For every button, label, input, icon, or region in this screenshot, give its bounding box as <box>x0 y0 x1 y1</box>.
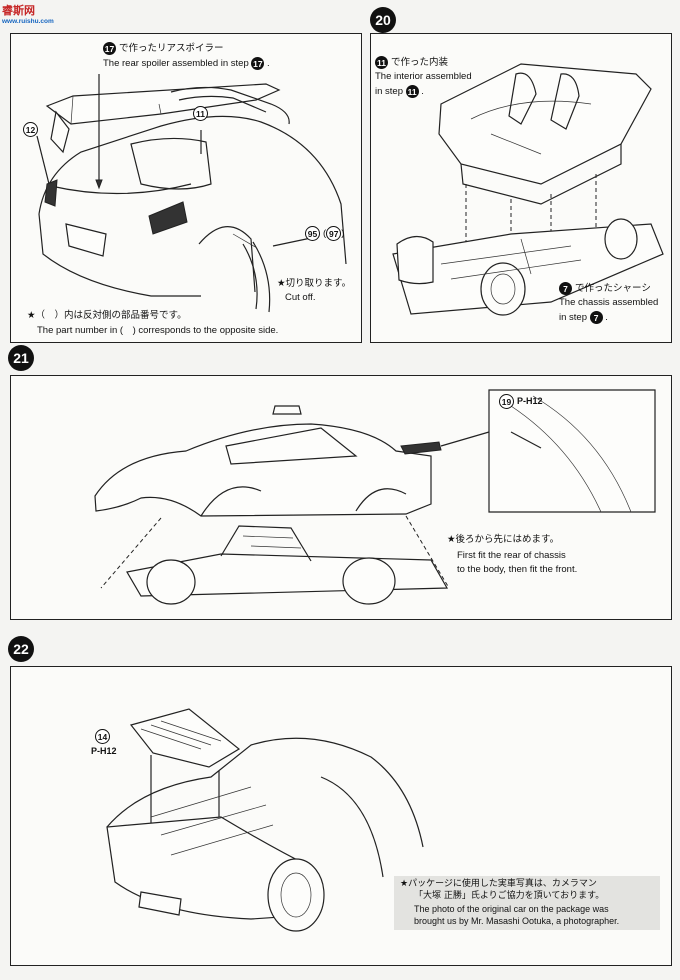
credit-en-2: brought us by Mr. Masashi Ootuka, a phot… <box>414 916 620 926</box>
chassis-label: 7 で作ったシャーシ <box>559 282 651 295</box>
body-chassis-drawing <box>94 389 656 605</box>
cut-off-label-en: Cut off. <box>285 292 316 303</box>
credit-jp-1: ★パッケージに使用した実車写真は、カメラマン <box>400 879 597 889</box>
interior-label-en-2-row: in step 11 . <box>375 85 424 98</box>
part-19-callout: 19 P-H12 <box>499 394 543 409</box>
rear-spoiler-label-en-row: The rear spoiler assembled in step 17 . <box>103 57 270 70</box>
step-19-panel: 17 で作ったリアスポイラー The rear spoiler assemble… <box>10 33 362 343</box>
chassis-label-jp: で作ったシャーシ <box>575 283 651 294</box>
fit-instruction-en-1: First fit the rear of chassis <box>457 550 566 561</box>
part-11-badge: 11 <box>193 106 208 121</box>
interior-label: 11 で作った内装 <box>375 56 448 69</box>
part-95-badge: 95 <box>305 226 320 241</box>
cut-off-label-jp: ★切り取ります。 <box>277 278 352 289</box>
rear-spoiler-label: 17 で作ったリアスポイラー <box>103 42 224 55</box>
rear-spoiler-label-jp: で作ったリアスポイラー <box>119 43 224 54</box>
part-14-callout: 14 <box>95 729 110 744</box>
paint-ref-h12-21: P-H12 <box>517 396 543 406</box>
part-7-chassis-badge: 7 <box>559 282 572 295</box>
footnote-jp: ★（ ）内は反対側の部品番号です。 <box>27 310 187 321</box>
interior-chassis-drawing <box>392 63 664 316</box>
watermark-brand: 睿斯网 <box>2 4 35 17</box>
engine-cover-drawing <box>106 708 424 932</box>
part-14-badge: 14 <box>95 729 110 744</box>
watermark-url: www.ruishu.com <box>2 18 54 25</box>
interior-label-jp: で作った内装 <box>391 57 449 68</box>
part-17-badge: 17 <box>103 42 116 55</box>
step-7-badge: 7 <box>589 311 603 324</box>
rear-spoiler-drawing <box>36 74 347 313</box>
step-17-badge: 17 <box>251 57 265 70</box>
step-11-badge: 11 <box>405 85 419 98</box>
rear-spoiler-label-en: The rear spoiler assembled in step <box>103 58 249 70</box>
interior-label-en-1: The interior assembled <box>375 71 472 82</box>
part-12-callout: 12 <box>23 122 38 137</box>
part-12-badge: 12 <box>23 122 38 137</box>
fit-instruction-en-2: to the body, then fit the front. <box>457 564 578 575</box>
step-20-number: 20 <box>370 7 396 33</box>
chassis-label-en-2: in step <box>559 312 587 324</box>
watermark-logo: 睿斯网 www.ruishu.com <box>2 2 54 25</box>
photo-credit-note: ★パッケージに使用した実車写真は、カメラマン 「大塚 正勝」氏よりご協力を頂いて… <box>394 876 660 930</box>
part-11-callout: 11 <box>193 106 208 121</box>
step-20-panel: 11 で作った内装 The interior assembled in step… <box>370 33 672 343</box>
part-95-97-callout: 95 (97) <box>305 226 344 241</box>
part-11-interior-badge: 11 <box>375 56 388 69</box>
chassis-label-en-1: The chassis assembled <box>559 297 659 308</box>
chassis-label-en-2-row: in step 7 . <box>559 311 608 324</box>
step-21-number: 21 <box>8 345 34 371</box>
footnote-en: The part number in ( ) corresponds to th… <box>37 325 279 336</box>
interior-label-en-2: in step <box>375 86 403 98</box>
step-21-panel: 19 P-H12 ★後ろから先にはめます。 First fit the rear… <box>10 375 672 620</box>
step-22-number: 22 <box>8 636 34 662</box>
paint-ref-h12-22: P-H12 <box>91 746 117 756</box>
part-19-badge: 19 <box>499 394 514 409</box>
part-97-badge: 97 <box>326 226 342 241</box>
credit-jp-2: 「大塚 正勝」氏よりご協力を頂いております。 <box>414 891 605 901</box>
credit-en-1: The photo of the original car on the pac… <box>414 904 609 914</box>
fit-instruction-jp: ★後ろから先にはめます。 <box>447 534 560 545</box>
